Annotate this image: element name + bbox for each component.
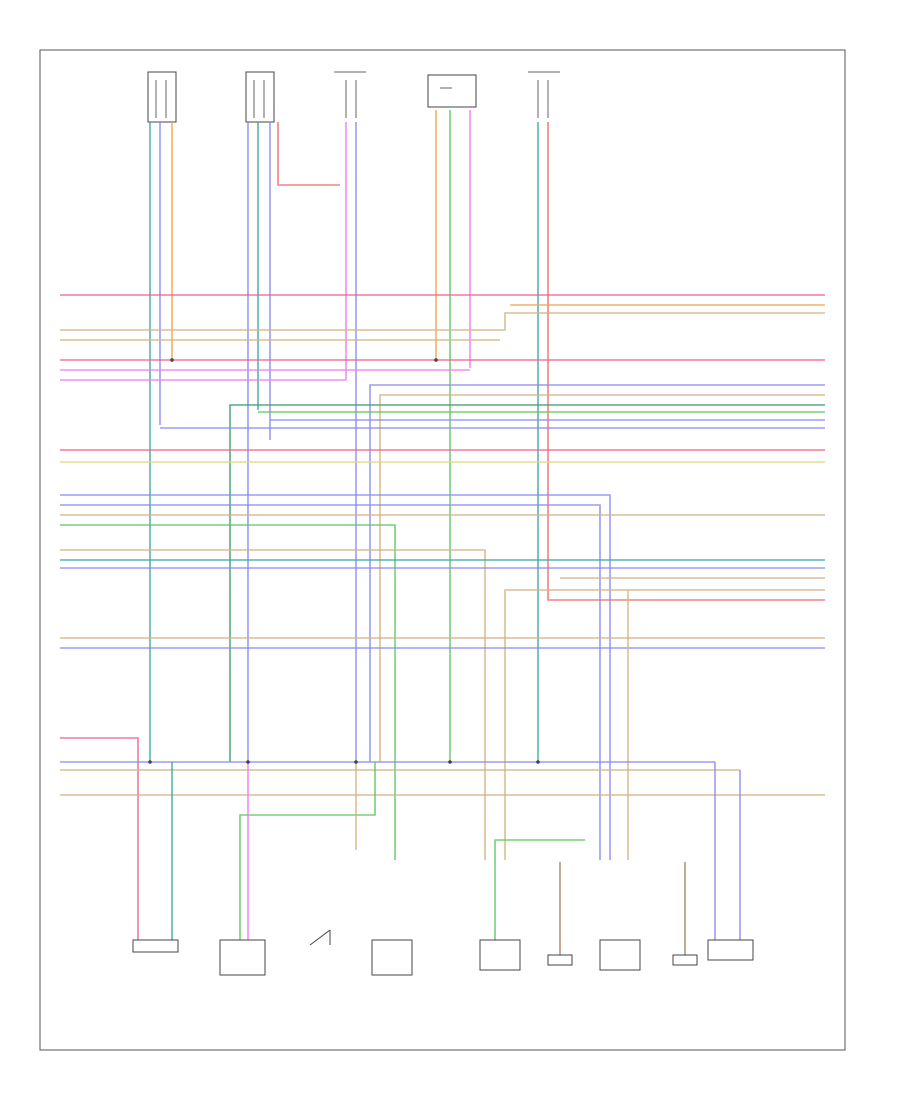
diagram-frame xyxy=(39,49,846,1051)
bus-28 xyxy=(60,737,139,940)
splice-5 xyxy=(354,760,358,764)
switch-1 xyxy=(309,929,331,946)
top-sensor-4 xyxy=(427,74,477,108)
module-2 xyxy=(672,954,698,966)
splice-6 xyxy=(448,760,452,764)
bus-16 xyxy=(60,494,611,860)
bus-3 xyxy=(60,312,825,331)
sensor-b1 xyxy=(132,939,179,953)
module-1 xyxy=(547,954,573,966)
sensor-b4 xyxy=(707,939,754,961)
coil-1 xyxy=(219,939,266,976)
wire-v-5b xyxy=(547,122,825,601)
wire-down-e xyxy=(494,839,585,940)
bus-8 xyxy=(369,384,825,762)
wire-down-d xyxy=(239,762,376,940)
top-sensor-1 xyxy=(147,71,177,123)
bus-10 xyxy=(229,404,825,762)
sensor-b3 xyxy=(599,939,641,971)
splice-4 xyxy=(246,760,250,764)
bus-19 xyxy=(60,524,396,860)
splice-2 xyxy=(434,358,438,362)
wire-v-2d xyxy=(277,122,340,186)
splice-7 xyxy=(536,760,540,764)
splice-1 xyxy=(170,358,174,362)
top-sensor-5 xyxy=(528,71,560,118)
top-sensor-3 xyxy=(334,71,366,118)
sensor-b2 xyxy=(479,939,521,971)
bus-24 xyxy=(504,589,825,860)
bus-9 xyxy=(379,394,825,762)
top-sensor-2 xyxy=(245,71,275,123)
bus-20 xyxy=(60,549,486,860)
bus-17 xyxy=(60,504,601,860)
splice-3 xyxy=(148,760,152,764)
coil-2 xyxy=(371,939,413,976)
